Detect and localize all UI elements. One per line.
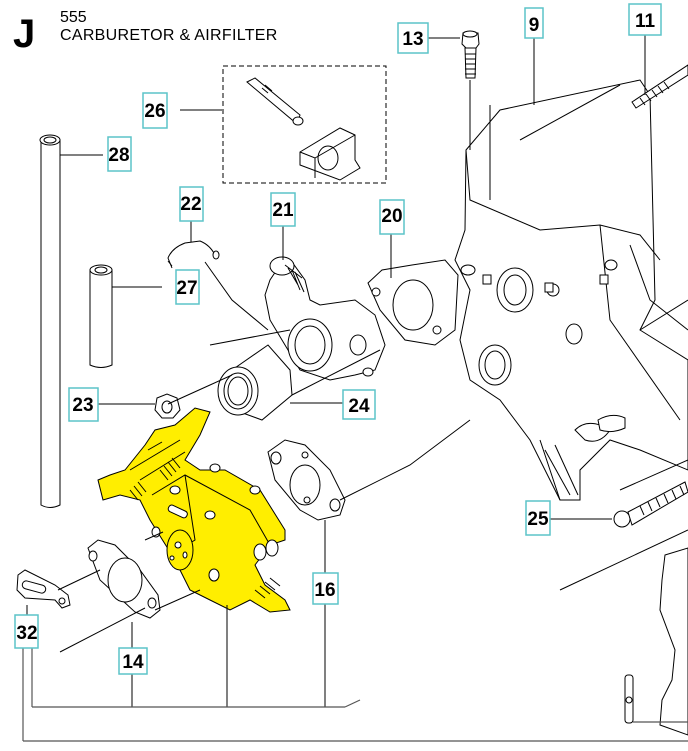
wire-link-part[interactable]	[167, 240, 220, 269]
callout-27[interactable]: 27	[175, 269, 200, 305]
callout-label: 27	[176, 278, 197, 299]
callout-label: 25	[527, 509, 549, 530]
callout-label: 28	[108, 145, 129, 166]
callout-label: 11	[635, 11, 656, 32]
callout-26[interactable]: 26	[142, 92, 168, 129]
callout-32[interactable]: 32	[14, 614, 39, 649]
screw-13-part[interactable]	[461, 30, 480, 79]
rubber-sleeve-part[interactable]	[217, 344, 293, 421]
callout-25[interactable]: 25	[525, 500, 551, 536]
gasket-16-part[interactable]	[267, 439, 346, 521]
air-filter-holder-part[interactable]	[454, 79, 688, 501]
callout-label: 9	[529, 15, 540, 36]
callout-label: 21	[272, 200, 294, 221]
callout-label: 26	[144, 101, 165, 122]
callout-label: 24	[348, 396, 370, 417]
callout-21[interactable]: 21	[270, 192, 296, 227]
screw-25-part[interactable]	[613, 481, 688, 528]
gasket-20-part[interactable]	[367, 259, 459, 346]
callout-28[interactable]: 28	[107, 136, 132, 172]
alignment-lines	[57, 261, 688, 653]
nut-part[interactable]	[154, 393, 181, 419]
callout-label: 16	[314, 580, 335, 601]
callout-label: 23	[72, 395, 93, 416]
diagram-header: J 555 CARBURETOR & AIRFILTER	[0, 0, 340, 60]
gasket-14-part[interactable]	[87, 539, 161, 619]
callout-label: 22	[180, 194, 201, 215]
callout-16[interactable]: 16	[312, 572, 339, 605]
callout-20[interactable]: 20	[379, 199, 405, 235]
callout-22[interactable]: 22	[179, 186, 204, 222]
callout-14[interactable]: 14	[118, 647, 148, 675]
callout-label: 20	[381, 206, 402, 227]
callout-9[interactable]: 9	[524, 7, 544, 39]
callout-24[interactable]: 24	[342, 389, 376, 420]
fuel-hose-part[interactable]	[39, 134, 61, 508]
fuel-nipple-kit-part[interactable]	[222, 65, 387, 184]
section-title: CARBURETOR & AIRFILTER	[60, 27, 278, 44]
leader-lines	[22, 35, 688, 742]
stud-bolt-part[interactable]	[631, 64, 688, 109]
callout-23[interactable]: 23	[68, 387, 99, 422]
callout-label: 32	[16, 623, 37, 644]
callout-11[interactable]: 11	[628, 3, 662, 36]
callout-13[interactable]: 13	[397, 22, 429, 54]
carburetor-part[interactable]	[97, 407, 291, 613]
section-letter: J	[13, 12, 36, 56]
bottom-right-bracket-part[interactable]	[624, 547, 688, 736]
hose-part[interactable]	[89, 264, 113, 368]
model-number: 555	[60, 9, 87, 26]
callout-label: 13	[402, 29, 423, 50]
callout-label: 14	[122, 652, 144, 673]
intake-adapter-part[interactable]	[264, 256, 386, 381]
plug-part[interactable]	[16, 569, 71, 609]
